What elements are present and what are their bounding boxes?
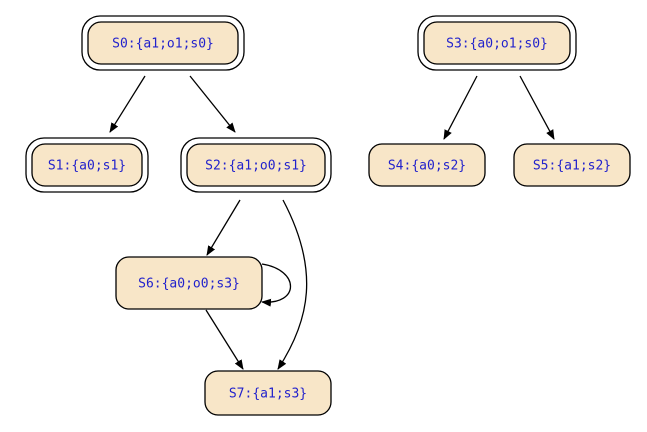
node-s7: S7:{a1;s3}	[204, 370, 332, 416]
node-s6: S6:{a0;o0;s3}	[115, 256, 263, 310]
edge-s0-s2	[189, 75, 236, 133]
node-s6-box	[115, 256, 263, 310]
node-s5: S5:{a1;s2}	[513, 143, 631, 187]
node-s0: S0:{a1;o1;s0}	[81, 15, 245, 71]
node-s4-box	[368, 143, 486, 187]
edge-s2-s7	[277, 199, 308, 370]
nodes-layer: S0:{a1;o1;s0} S1:{a0;s1} S2:{a1;o0;s1} S3:{…	[25, 15, 631, 416]
node-s4: S4:{a0;s2}	[368, 143, 486, 187]
node-s2: S2:{a1;o0;s1}	[180, 137, 332, 193]
node-s7-label: S7:{a1;s3}	[229, 387, 307, 402]
node-s1-label: S1:{a0;s1}	[48, 159, 126, 174]
edges-layer	[109, 75, 555, 370]
edge-s0-s1	[109, 75, 146, 133]
node-s2-label: S2:{a1;o0;s1}	[205, 159, 307, 174]
node-s1: S1:{a0;s1}	[25, 137, 149, 193]
node-s4-label: S4:{a0;s2}	[388, 159, 466, 174]
node-s5-box	[513, 143, 631, 187]
node-s2-box	[186, 143, 326, 187]
edge-s3-s5	[519, 75, 555, 140]
node-s3: S3:{a0;o1;s0}	[417, 15, 577, 71]
node-s7-box	[204, 370, 332, 416]
edge-s6-s6	[261, 263, 291, 307]
node-s3-box	[423, 21, 571, 65]
node-s6-label: S6:{a0;o0;s3}	[138, 277, 240, 292]
edge-s2-s6	[206, 199, 241, 256]
node-s5-label: S5:{a1;s2}	[533, 159, 611, 174]
node-s0-label: S0:{a1;o1;s0}	[112, 37, 214, 52]
edge-s3-s4	[443, 75, 478, 140]
node-s1-box	[31, 143, 143, 187]
edge-s6-s7	[205, 309, 244, 370]
node-s0-box	[87, 21, 239, 65]
node-s3-label: S3:{a0;o1;s0}	[446, 37, 548, 52]
